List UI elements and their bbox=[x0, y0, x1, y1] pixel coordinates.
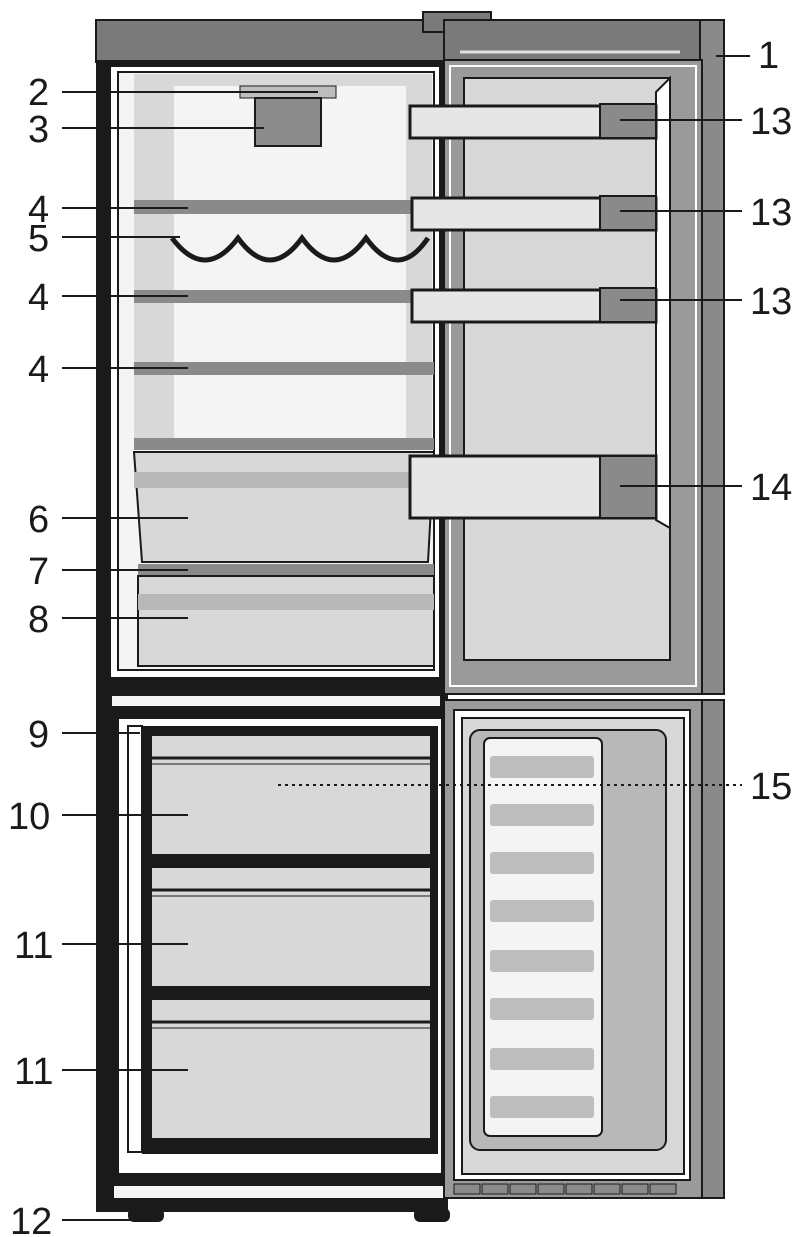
callout-7: 7 bbox=[28, 551, 49, 593]
cabinet-top bbox=[95, 19, 447, 63]
bottle-rack bbox=[170, 233, 431, 263]
callout-10: 10 bbox=[8, 796, 50, 838]
glass-shelf-1 bbox=[134, 200, 434, 214]
callout-2: 2 bbox=[28, 72, 49, 114]
glass-shelf-2 bbox=[134, 290, 434, 303]
fridge-door-liner bbox=[463, 77, 671, 661]
foot-left bbox=[128, 1208, 164, 1222]
callout-1: 1 bbox=[758, 35, 779, 77]
callout-13-bottom: 13 bbox=[750, 281, 792, 323]
fridge-door bbox=[408, 19, 725, 695]
door-seal-vents bbox=[453, 1183, 677, 1195]
callout-3: 3 bbox=[28, 109, 49, 151]
callout-15: 15 bbox=[750, 766, 792, 808]
callout-12: 12 bbox=[10, 1201, 52, 1237]
drawer-shelf bbox=[138, 564, 434, 576]
door-balcony-1 bbox=[408, 103, 658, 140]
callout-9: 9 bbox=[28, 714, 49, 756]
freezer-drawer-middle bbox=[152, 868, 430, 986]
callout-8: 8 bbox=[28, 599, 49, 641]
callout-4-middle: 4 bbox=[28, 277, 49, 319]
callout-4-bottom: 4 bbox=[28, 349, 49, 391]
light-box bbox=[254, 97, 322, 147]
plinth-strip bbox=[114, 1186, 446, 1198]
door-balcony-3 bbox=[410, 287, 658, 324]
fridge-compartment bbox=[109, 65, 441, 679]
callout-6: 6 bbox=[28, 499, 49, 541]
callout-13-middle: 13 bbox=[750, 192, 792, 234]
fresh-drawer bbox=[137, 575, 435, 667]
freezer-door-edge bbox=[699, 699, 725, 1199]
glass-shelf-3 bbox=[134, 362, 434, 375]
door-rack-slots bbox=[490, 756, 594, 1118]
callout-11-lower: 11 bbox=[14, 1051, 53, 1093]
freezer-compartment bbox=[114, 717, 446, 1198]
callout-4-top: 4 bbox=[28, 189, 49, 231]
callout-11-upper: 11 bbox=[14, 925, 53, 967]
crisper-shelf bbox=[134, 438, 434, 450]
compartment-divider bbox=[112, 696, 440, 706]
fridge-door-edge bbox=[699, 19, 725, 695]
callout-14: 14 bbox=[750, 467, 792, 509]
callout-13-top: 13 bbox=[750, 101, 792, 143]
door-balcony-2 bbox=[410, 195, 658, 232]
bottle-balcony bbox=[408, 454, 658, 520]
freezer-door bbox=[443, 699, 725, 1199]
crisper-drawer bbox=[132, 451, 436, 563]
foot-right bbox=[414, 1208, 450, 1222]
callout-labels: 1 2 3 4 5 4 4 6 7 8 9 10 11 11 12 13 13 … bbox=[8, 35, 792, 1237]
freezer-drawer-top bbox=[152, 736, 430, 854]
leader-lines bbox=[62, 55, 750, 1221]
door-rack-panel bbox=[483, 737, 603, 1137]
callout-5: 5 bbox=[28, 218, 49, 260]
